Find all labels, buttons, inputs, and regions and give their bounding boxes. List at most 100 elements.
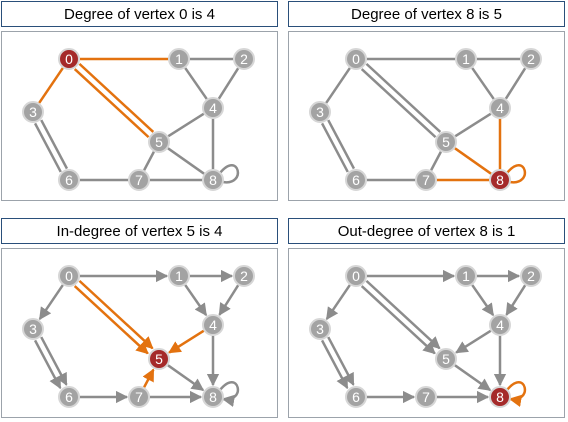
node-label: 2 [240,51,248,67]
node-circle [58,386,80,408]
node-label: 4 [496,100,504,116]
node-label: 5 [155,134,163,150]
node-5: 5 [435,131,457,153]
panel-title: Out-degree of vertex 8 is 1 [288,218,565,244]
edge-4-5 [167,112,205,138]
node-3: 3 [309,318,331,340]
node-label: 7 [135,172,143,188]
edge-3-6-1 [320,339,349,390]
edge-3-6-1 [33,339,62,390]
edge-1-4 [184,284,208,317]
node-5: 5 [435,348,457,370]
node-circle [202,97,224,119]
edge-0-3 [38,67,64,104]
node-label: 4 [209,317,217,333]
edge-3-6-0 [327,119,356,170]
self-loop-edge-8 [219,381,240,408]
edge-4-5 [455,329,492,354]
node-circle [128,169,150,191]
node-0: 0 [58,48,80,70]
node-circle [22,318,44,340]
node-circle [520,48,542,70]
node-circle [168,48,190,70]
node-circle [148,131,170,153]
edge-5-7 [430,151,442,171]
node-2: 2 [233,48,255,70]
node-circle [435,348,457,370]
highlighted-edges [506,381,527,408]
edge-0-3 [325,67,351,104]
node-8: 8 [489,169,511,191]
self-loop-edge-8 [219,164,240,184]
node-label: 5 [155,351,163,367]
node-circle [233,265,255,287]
node-label: 6 [65,389,73,405]
node-label: 4 [209,100,217,116]
node-label: 6 [65,172,73,188]
node-label: 0 [65,51,73,67]
panel-title: In-degree of vertex 5 is 4 [1,218,278,244]
node-label: 0 [352,268,360,284]
node-circle [345,386,367,408]
node-circle [22,101,44,123]
node-label: 2 [240,268,248,284]
edges [320,269,527,404]
highlighted-edges [73,279,205,388]
node-1: 1 [455,48,477,70]
edges [33,57,240,184]
node-7: 7 [415,169,437,191]
edge-5-8 [167,364,205,392]
node-label: 3 [316,104,324,120]
node-circle [455,48,477,70]
node-circle [489,97,511,119]
node-circle [202,169,224,191]
edge-1-4 [184,67,208,100]
node-circle [489,169,511,191]
node-circle [415,169,437,191]
node-label: 5 [442,351,450,367]
node-4: 4 [489,97,511,119]
node-label: 6 [352,172,360,188]
edges [33,269,240,408]
node-circle [202,314,224,336]
node-circle [489,386,511,408]
edge-3-6-0 [40,336,68,386]
node-0: 0 [345,48,367,70]
panel-title: Degree of vertex 8 is 5 [288,1,565,27]
node-circle [128,386,150,408]
node-label: 3 [316,321,324,337]
node-3: 3 [309,101,331,123]
edge-3-6-0 [40,119,69,170]
node-label: 7 [135,389,143,405]
highlighted-edges [437,119,527,184]
edge-5-8 [454,364,492,392]
node-label: 1 [175,51,183,67]
edge-2-4 [217,67,240,100]
edge-5-7 [143,151,155,171]
node-circle [202,386,224,408]
edge-0-5-0 [78,279,154,350]
node-label: 1 [175,268,183,284]
node-circle [489,314,511,336]
node-3: 3 [22,318,44,340]
edge-0-5-1 [73,68,150,139]
node-label: 2 [527,268,535,284]
node-8: 8 [202,169,224,191]
node-circle [309,101,331,123]
edge-0-3 [38,284,64,321]
node-label: 8 [496,172,504,188]
node-label: 0 [352,51,360,67]
edge-0-3 [325,284,351,321]
node-2: 2 [520,265,542,287]
node-2: 2 [233,265,255,287]
node-label: 8 [209,389,217,405]
node-circle [520,265,542,287]
node-circle [309,318,331,340]
node-circle [345,48,367,70]
panel-title: Degree of vertex 0 is 4 [1,1,278,27]
edge-0-5-1 [360,68,437,139]
